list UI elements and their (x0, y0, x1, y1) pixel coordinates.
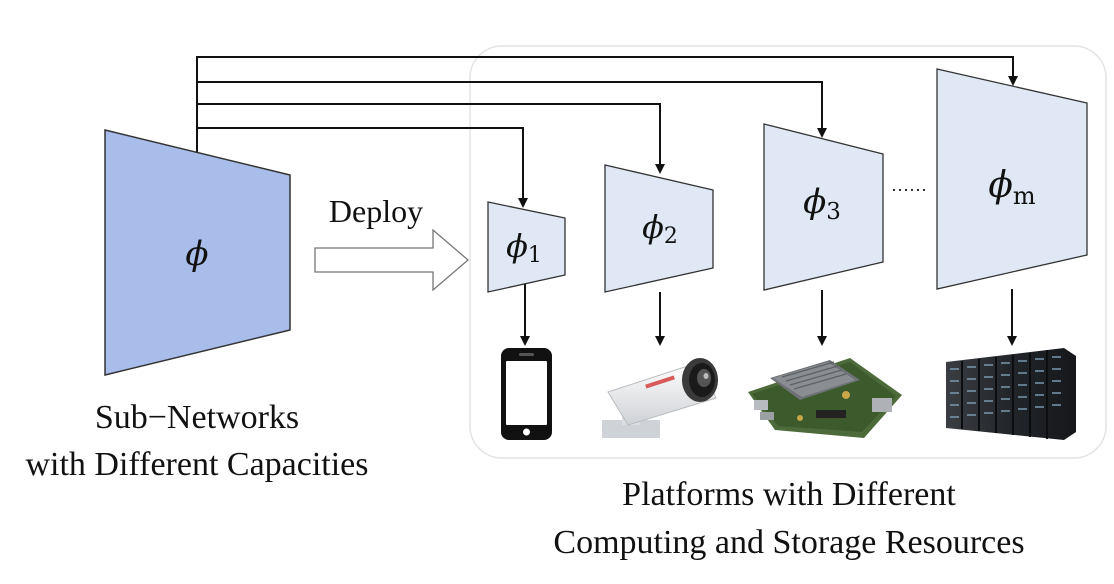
supernet-trapezoid (104, 129, 291, 376)
server-rack-icon (946, 348, 1076, 440)
subnet-2-label: ϕ2 (642, 208, 678, 249)
device-arrows (520, 284, 1017, 346)
dev-board-icon (748, 358, 902, 438)
smartphone-icon (501, 348, 552, 440)
subnet-1-trapezoid (487, 201, 566, 293)
connector-to-subnet-3 (197, 81, 827, 138)
supernet-symbol: ϕ (185, 234, 208, 274)
connector-to-subnet-1 (197, 127, 528, 208)
left-caption-line-1: Sub−Networks (95, 399, 299, 436)
right-caption-line-1: Platforms with Different (622, 476, 956, 513)
deploy-arrow (314, 228, 469, 292)
ellipsis: …… (891, 175, 927, 195)
connector-lines (196, 56, 1018, 208)
subnet-3-trapezoid (763, 123, 884, 291)
subnet-1-label: ϕ1 (506, 227, 542, 268)
deploy-label: Deploy (329, 193, 423, 229)
platforms-box (469, 45, 1107, 459)
subnet-3-label: ϕ3 (803, 182, 841, 225)
subnet-2-trapezoid (604, 164, 714, 293)
connector-to-subnet-2 (197, 103, 665, 174)
left-caption-line-2: with Different Capacities (25, 446, 368, 483)
right-caption-line-2: Computing and Storage Resources (553, 524, 1024, 561)
subnet-m-label: ϕm (988, 165, 1036, 210)
security-camera-icon (602, 358, 718, 438)
subnet-m-trapezoid (936, 68, 1088, 290)
